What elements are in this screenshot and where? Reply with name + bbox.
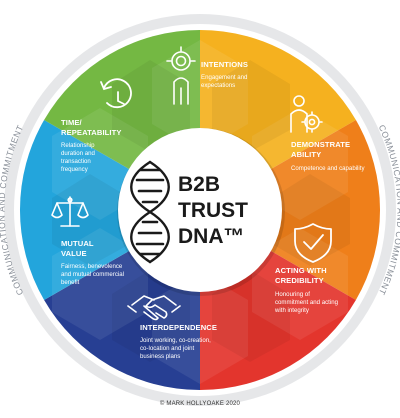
- demonstrate-ability-title: DEMONSTRATE ABILITY: [291, 140, 352, 159]
- segment-demonstrate-ability: [200, 120, 381, 300]
- hex-pattern-dark: [52, 60, 350, 362]
- time-repeatability-title: TIME/ REPEATABILITY: [61, 118, 122, 137]
- interdependence-title: INTERDEPENDENCE: [140, 323, 217, 332]
- acting-with-credibility-title: ACTING WITH CREDIBILITY: [275, 266, 329, 285]
- segment-mutual-value: [19, 120, 201, 300]
- mutual-value-desc: Fairness, benevolence and mutual commerc…: [61, 263, 126, 286]
- acting-with-credibility-desc: Honouring of commitment and acting with …: [274, 291, 340, 314]
- segments: [19, 30, 381, 390]
- interdependence-desc: Joint working, co-creation, co-location …: [140, 337, 213, 360]
- shield-check-icon: [294, 223, 332, 263]
- mutual-value-text: MUTUAL VALUE Fairness, benevolence and m…: [61, 239, 126, 286]
- copyright-notice: © MARK HOLLYOAKE 2020: [159, 401, 241, 407]
- interdependence-text: INTERDEPENDENCE Joint working, co-creati…: [140, 323, 217, 360]
- demonstrate-ability-desc: Competence and capability: [291, 165, 365, 172]
- handshake-icon: [127, 295, 181, 321]
- center-title: B2B TRUST DNA™: [178, 173, 254, 248]
- scales-icon: [51, 196, 89, 227]
- intentions-text: INTENTIONS Engagement and expectations: [201, 60, 249, 89]
- clock-history-icon: [100, 78, 132, 109]
- demonstrate-ability-text: DEMONSTRATE ABILITY Competence and capab…: [291, 140, 365, 172]
- time-repeatability-text: TIME/ REPEATABILITY Relationship duratio…: [61, 118, 122, 173]
- intentions-desc: Engagement and expectations: [201, 74, 249, 89]
- time-repeatability-desc: Relationship duration and transaction fr…: [61, 142, 97, 173]
- person-gear-icon: [290, 95, 323, 133]
- mutual-value-title: MUTUAL VALUE: [61, 239, 96, 258]
- dna-helix-icon: [130, 160, 170, 264]
- intentions-title: INTENTIONS: [201, 60, 248, 69]
- acting-with-credibility-text: ACTING WITH CREDIBILITY Honouring of com…: [274, 266, 340, 314]
- target-person-icon: [166, 46, 196, 105]
